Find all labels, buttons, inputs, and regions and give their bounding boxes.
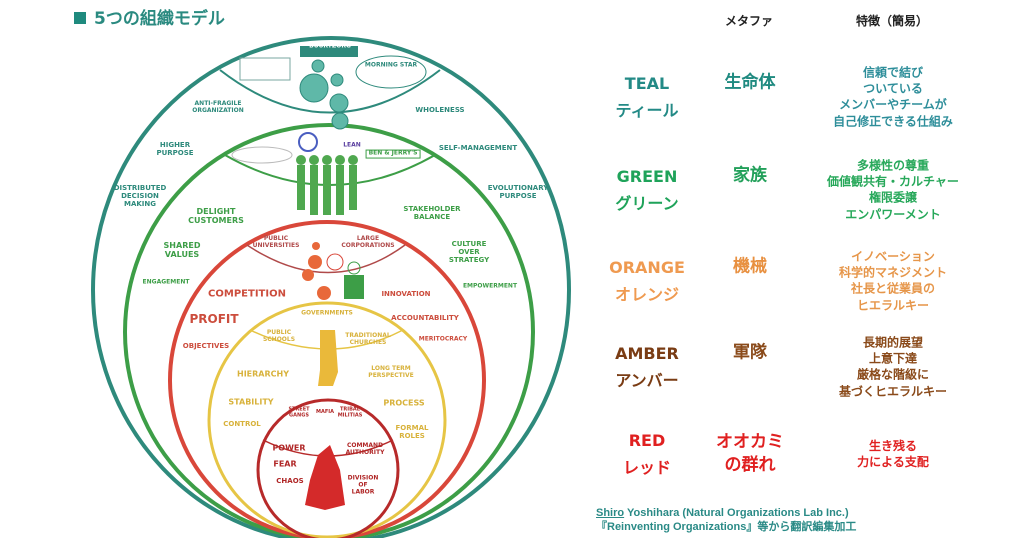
label-stability: STABILITY (228, 397, 274, 407)
features-amber: 長期的展望 上意下達 厳格な階級に 基づくヒエラルキー (838, 335, 948, 399)
label-engagement: ENGAGEMENT (142, 278, 190, 286)
model-name-en: ORANGE (609, 257, 685, 277)
label-delight-customers: DELIGHT CUSTOMERS (188, 206, 244, 225)
model-name-teal: TEAL ティール (615, 70, 678, 124)
label-command-authority: COMMAND AUTHORITY (345, 442, 385, 456)
credit-org: Yoshihara (Natural Organizations Lab Inc… (624, 507, 849, 519)
morning-star-logo-ring (355, 55, 427, 89)
morning-star-logo: MORNING STAR (364, 61, 418, 69)
green-people-icon (296, 155, 358, 215)
buurtzorg-logo-box (300, 46, 358, 57)
metaphor-green: 家族 (733, 165, 767, 186)
slide-title: 5つの組織モデル (74, 4, 225, 29)
credit-source: 『Reinventing Organizations』等から翻訳編集加工 (596, 521, 857, 534)
header-metaphor: メタファ (724, 14, 774, 28)
label-meritocracy: MERITOCRACY (418, 335, 468, 343)
label-process: PROCESS (383, 398, 425, 408)
ben-jerrys-logo: BEN & JERRY'S (365, 149, 421, 159)
header-features: 特徴（簡易） (855, 14, 929, 28)
credit-author-link[interactable]: Shiro (596, 507, 625, 519)
model-name-orange: ORANGE オレンジ (609, 254, 685, 308)
model-name-en: RED (628, 430, 666, 450)
model-name-en: GREEN (616, 166, 678, 186)
features-orange: イノベーション 科学的マネジメント 社長と従業員の ヒエラルキー (838, 249, 948, 313)
orange-lens (246, 244, 406, 274)
teal-circle (91, 36, 571, 538)
green-circle (123, 123, 535, 538)
label-objectives: OBJECTIVES (182, 341, 230, 350)
label-wholeness: WHOLENESS (415, 105, 465, 114)
model-name-ja: オレンジ (614, 285, 680, 304)
features-teal: 信頼で結び ついている メンバーやチームが 自己修正できる仕組み (833, 65, 953, 129)
label-formal-roles: FORMAL ROLES (395, 423, 429, 440)
label-shared-values: SHARED VALUES (163, 240, 201, 259)
label-profit: PROFIT (189, 312, 239, 327)
red-circle (256, 398, 400, 538)
features-red: 生き残る 力による支配 (857, 438, 929, 469)
title-text: 5つの組織モデル (94, 9, 225, 29)
example-governments: GOVERNMENTS (301, 309, 353, 317)
example-mafia: MAFIA (316, 409, 334, 416)
label-stakeholder-balance: STAKEHOLDER BALANCE (403, 204, 461, 221)
metaphor-teal: 生命体 (724, 72, 776, 93)
metaphor-amber: 軍隊 (733, 342, 767, 363)
model-name-ja: グリーン (615, 194, 679, 213)
label-hierarchy: HIERARCHY (236, 369, 290, 379)
label-distributed-decision: DISTRIBUTED DECISION MAKING (113, 183, 167, 209)
credit-text: Shiro Yoshihara (Natural Organizations L… (596, 506, 856, 535)
label-fear: FEAR (273, 459, 297, 469)
patagonia-logo (239, 57, 291, 81)
label-power: POWER (272, 443, 306, 453)
wings-logo (231, 146, 293, 164)
wolf-figure-icon (305, 445, 345, 510)
metaphor-orange: 機械 (733, 256, 767, 277)
teal-lens (219, 69, 441, 114)
model-name-red: RED レッド (623, 427, 671, 481)
clock-icon (326, 253, 344, 271)
label-competition: COMPETITION (208, 288, 286, 300)
label-higher-purpose: HIGHER PURPOSE (156, 140, 194, 157)
model-name-ja: ティール (615, 101, 679, 120)
amber-circle (207, 301, 447, 538)
model-name-ja: アンバー (615, 371, 679, 390)
model-name-ja: レッド (622, 458, 672, 477)
model-name-amber: AMBER アンバー (615, 340, 679, 394)
square-bullet-icon (74, 12, 86, 24)
model-name-en: AMBER (615, 343, 679, 363)
label-evolutionary-purpose: EVOLUTIONARY PURPOSE (487, 183, 549, 200)
model-name-en: TEAL (624, 73, 670, 93)
example-traditional-churches: TRADITIONAL CHURCHES (345, 332, 391, 346)
label-innovation: INNOVATION (381, 289, 431, 298)
innovator-head-icon (347, 261, 361, 275)
example-street-gangs: STREET GANGS (288, 406, 310, 418)
label-anti-fragile: ANTI-FRAGILE ORGANIZATION (192, 100, 244, 114)
label-culture-over-strategy: CULTURE OVER STRATEGY (448, 239, 490, 265)
gears-icon (302, 242, 331, 300)
example-public-universities: PUBLIC UNIVERSITIES (252, 235, 300, 249)
metaphor-red: オオカミ の群れ (716, 432, 784, 475)
label-accountability: ACCOUNTABILITY (391, 313, 459, 322)
model-name-green: GREEN グリーン (615, 163, 678, 217)
label-chaos: CHAOS (276, 476, 304, 485)
cycle-logo (298, 132, 318, 152)
example-public-schools: PUBLIC SCHOOLS (262, 329, 296, 343)
orange-circle (168, 220, 486, 538)
label-self-management: SELF-MANAGEMENT (438, 143, 518, 152)
buurtzorg-logo: BUURTZORG (309, 42, 351, 50)
teal-organism-icon (299, 59, 349, 130)
soldier-figure-icon (318, 330, 338, 386)
example-large-corporations: LARGE CORPORATIONS (341, 235, 395, 249)
label-long-term-perspective: LONG TERM PERSPECTIVE (368, 365, 414, 379)
nested-circles-diagram (91, 36, 571, 538)
features-green: 多様性の尊重 価値観共有・カルチャー 権限委譲 エンパワーメント (827, 158, 959, 222)
label-division-of-labor: DIVISION OF LABOR (347, 474, 379, 496)
lean-logo: LEAN (343, 141, 361, 149)
label-empowerment: EMPOWERMENT (462, 282, 518, 290)
innovator-figure-icon (344, 275, 364, 299)
label-control: CONTROL (223, 419, 261, 428)
example-tribal-militias: TRIBAL MILITIAS (337, 406, 363, 418)
